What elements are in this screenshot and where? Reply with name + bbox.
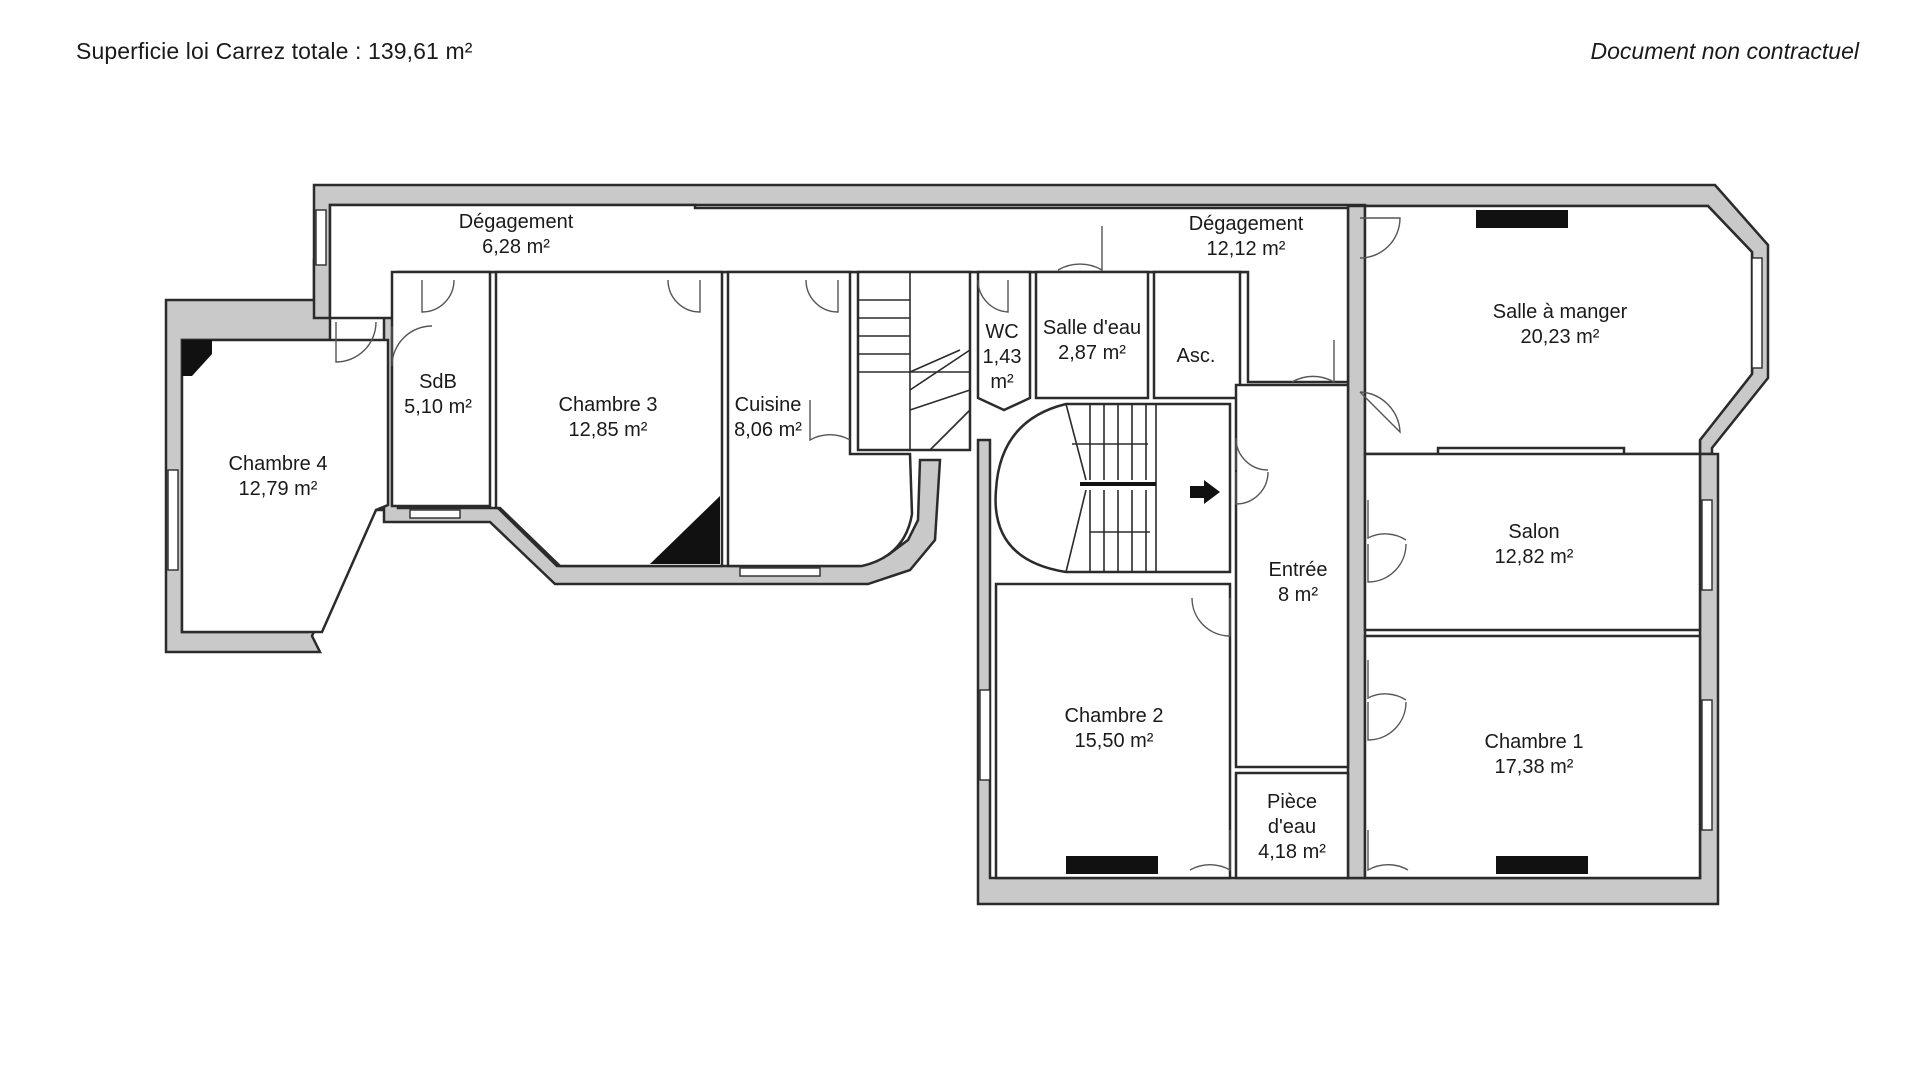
wc-area-value: 1,43 xyxy=(983,346,1022,368)
room-outlines xyxy=(180,203,1754,880)
degagement-1-name: Dégagement xyxy=(459,211,574,233)
chambre-2-area: 15,50 m² xyxy=(1075,730,1154,752)
staircase-1 xyxy=(858,272,971,451)
cuisine-area: 8,06 m² xyxy=(734,419,802,441)
sdb-name: SdB xyxy=(419,371,457,393)
disclaimer-label: Document non contractuel xyxy=(1590,38,1860,64)
salle-a-manger-name: Salle à manger xyxy=(1493,301,1628,323)
staircase-2 xyxy=(1065,403,1220,573)
room-labels: Dégagement 6,28 m² Dégagement 12,12 m² C… xyxy=(229,211,1628,863)
total-area-label: Superficie loi Carrez totale : 139,61 m² xyxy=(76,38,473,64)
piece-deau-name-1: Pièce xyxy=(1267,791,1317,813)
chambre-4-name: Chambre 4 xyxy=(229,453,328,475)
salle-deau-name: Salle d'eau xyxy=(1043,317,1141,339)
chambre-2-name: Chambre 2 xyxy=(1065,705,1164,727)
chambre-3-name: Chambre 3 xyxy=(559,394,658,416)
sdb-area: 5,10 m² xyxy=(404,396,472,418)
cuisine-name: Cuisine xyxy=(735,394,802,416)
chambre-4-area: 12,79 m² xyxy=(239,478,318,500)
salle-deau-area: 2,87 m² xyxy=(1058,342,1126,364)
salon-area: 12,82 m² xyxy=(1495,546,1574,568)
doors xyxy=(335,217,1409,872)
chambre-1-area: 17,38 m² xyxy=(1495,756,1574,778)
wc-area-unit: m² xyxy=(990,371,1014,393)
fireplaces xyxy=(182,210,1588,874)
salon-name: Salon xyxy=(1508,521,1559,543)
entree-area: 8 m² xyxy=(1278,584,1318,606)
chambre-3-area: 12,85 m² xyxy=(569,419,648,441)
piece-deau-area: 4,18 m² xyxy=(1258,841,1326,863)
chambre-1-name: Chambre 1 xyxy=(1485,731,1584,753)
piece-deau-name-2: d'eau xyxy=(1268,816,1316,838)
windows xyxy=(167,209,1763,831)
salle-a-manger-area: 20,23 m² xyxy=(1521,326,1600,348)
asc-name: Asc. xyxy=(1177,345,1216,367)
wc-name: WC xyxy=(985,321,1018,343)
degagement-2-name: Dégagement xyxy=(1189,213,1304,235)
degagement-2-area: 12,12 m² xyxy=(1207,238,1286,260)
degagement-1-area: 6,28 m² xyxy=(482,236,550,258)
entree-name: Entrée xyxy=(1269,559,1328,581)
